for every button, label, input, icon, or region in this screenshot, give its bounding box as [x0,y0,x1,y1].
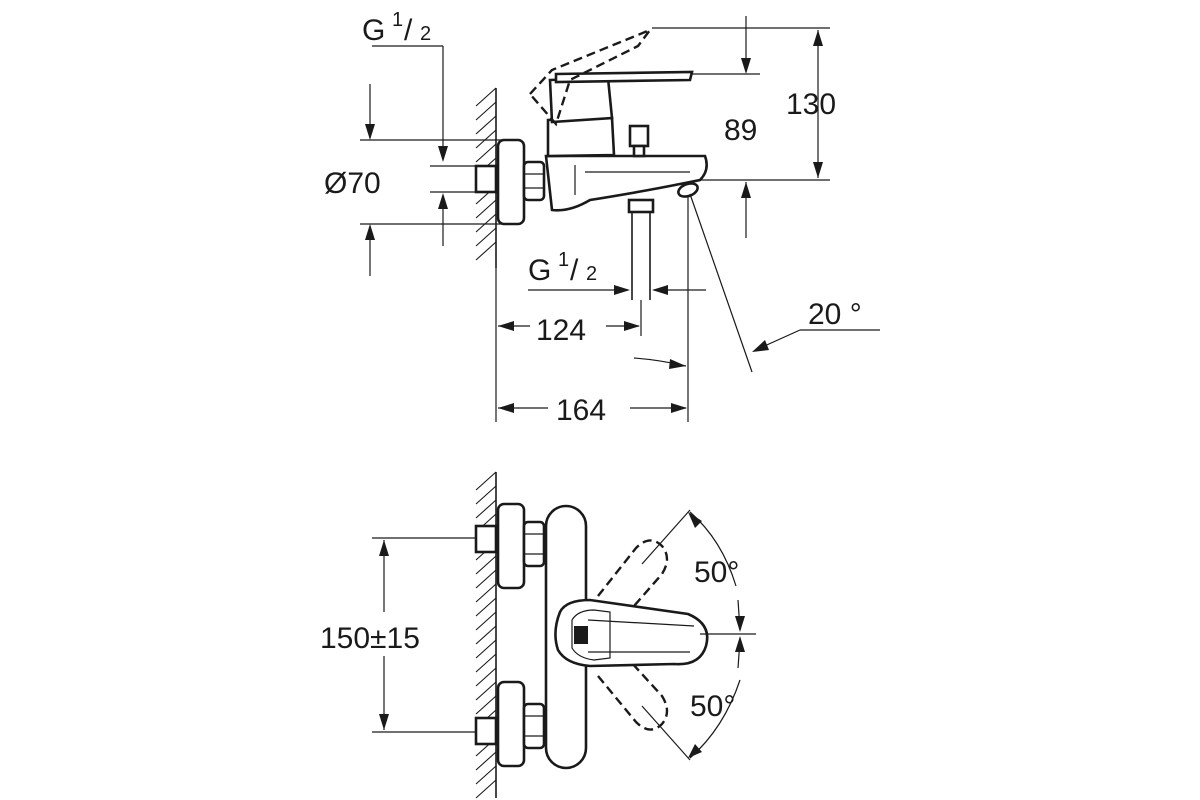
thread-top-slash: / [404,14,413,47]
lever-position-down [597,649,669,731]
upper-rosette [496,502,526,590]
hatch-line [475,625,497,645]
lower-rosette [496,680,526,768]
hatch-line [475,555,497,575]
angle-up-label: 50° [694,556,739,589]
pipe-stub [474,164,498,194]
side-view: G 1 / 2 Ø70 130 89 G 1 / 2 124 [324,9,880,427]
hatch-line [475,751,497,771]
thread-top-num: 1 [392,9,403,31]
hatch-line [475,485,497,505]
thread-top-label: G [362,14,385,47]
thread-bottom-den: 2 [586,263,597,285]
lever-front [554,598,709,668]
upper-pipe-stub [474,524,498,554]
down-angle-ext [641,705,691,761]
angle-spout-label: 20 ° [808,298,862,331]
hatch-line [475,101,497,121]
hatch-line [475,695,497,715]
wall-hatching-top [475,87,497,261]
thread-top-den: 2 [420,23,431,45]
lower-nut [522,702,546,750]
lever-indicator [574,626,588,644]
cartridge [546,116,616,158]
angle-down-label: 50° [690,690,735,723]
hatch-line [475,653,497,673]
wall-rosette [496,138,526,226]
upper-nut [522,520,546,568]
hatch-line [475,583,497,603]
lower-pipe-stub [474,716,498,746]
hatch-line [475,779,497,799]
thread-bottom-slash: / [570,254,579,287]
front-view: 150±15 50° 50° [320,471,756,799]
hatch-line [475,199,497,219]
depth-total-label: 164 [556,394,606,427]
hatch-line [475,143,497,163]
height-total-label: 130 [786,88,836,121]
connection-nut [522,160,546,202]
spout-angle-line [689,193,753,373]
lever-handle [554,70,694,84]
hatch-line [475,681,497,701]
lever-position-up [597,539,669,623]
thread-bottom-num: 1 [558,249,569,271]
diverter-knob [628,124,650,148]
depth-outlet-label: 124 [536,314,586,347]
hatch-line [475,667,497,687]
diverter-stem [632,144,646,158]
diameter-label: Ø70 [324,167,381,200]
up-angle-ext [641,509,691,565]
hatch-line [475,115,497,135]
hatch-line [475,227,497,247]
hatch-line [475,597,497,617]
hatch-line [475,765,497,785]
hatch-line [475,471,497,491]
lever-alternate-position [528,27,654,127]
hatch-line [475,241,497,261]
hatch-line [475,611,497,631]
hatch-line [475,569,497,589]
shower-outlet [627,198,655,214]
thread-bottom-label: G [528,254,551,287]
spacing-label: 150±15 [320,622,420,655]
hatch-line [475,639,497,659]
mixer-body [544,154,708,212]
hatch-line [475,213,497,233]
wall-hatching-bottom [475,471,497,799]
hatch-line [475,499,497,519]
hatch-line [475,87,497,107]
height-outlet-label: 89 [724,114,757,147]
hatch-line [475,129,497,149]
